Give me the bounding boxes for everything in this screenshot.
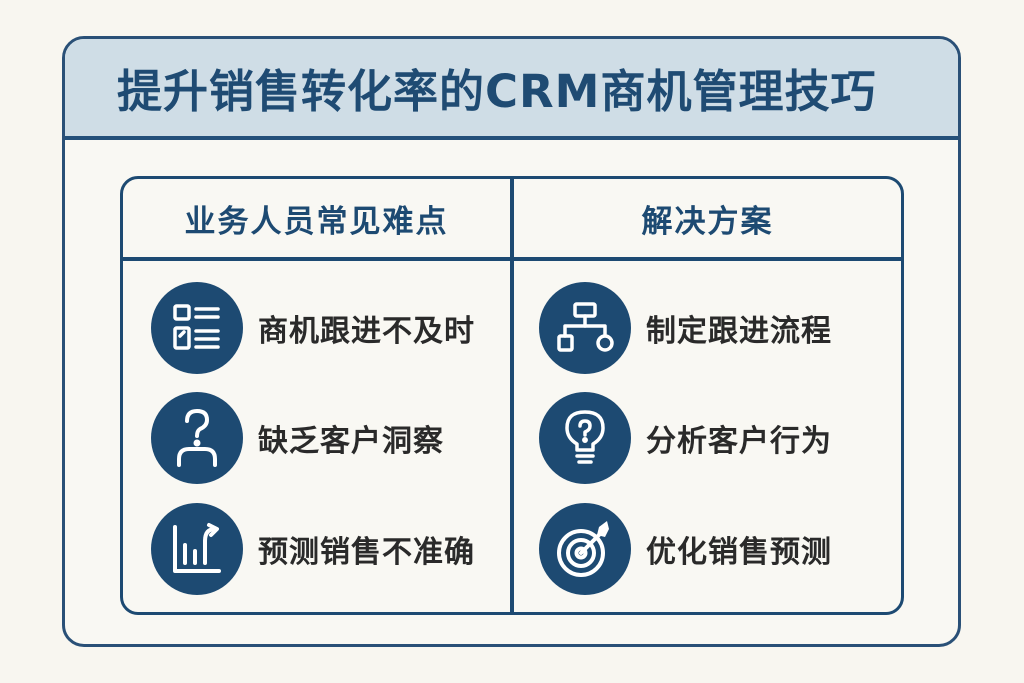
lightbulb-question-icon <box>539 392 631 484</box>
pain-point-item: 预测销售不准确 <box>151 503 475 595</box>
pain-point-label: 商机跟进不及时 <box>258 314 475 349</box>
column-heading-solutions: 解决方案 <box>641 203 774 240</box>
bar-chart-arrow-icon <box>151 503 243 595</box>
comparison-table: 业务人员常见难点 解决方案 <box>120 176 904 615</box>
column-divider <box>510 179 514 612</box>
solution-item: 分析客户行为 <box>539 392 832 484</box>
solution-label: 优化销售预测 <box>646 535 832 570</box>
solution-label: 制定跟进流程 <box>646 314 832 349</box>
title-bar: 提升销售转化率的CRM商机管理技巧 <box>65 39 958 140</box>
target-arrow-icon <box>539 503 631 595</box>
page-title: 提升销售转化率的CRM商机管理技巧 <box>117 65 877 118</box>
solution-item: 制定跟进流程 <box>539 282 832 374</box>
checklist-icon <box>151 282 243 374</box>
question-person-icon <box>151 392 243 484</box>
flowchart-icon <box>539 282 631 374</box>
column-heading-pain-points: 业务人员常见难点 <box>184 203 449 240</box>
pain-point-label: 缺乏客户洞察 <box>258 424 444 459</box>
pain-point-item: 缺乏客户洞察 <box>151 392 444 484</box>
pain-point-label: 预测销售不准确 <box>258 535 475 570</box>
solution-item: 优化销售预测 <box>539 503 832 595</box>
solution-label: 分析客户行为 <box>646 424 832 459</box>
pain-point-item: 商机跟进不及时 <box>151 282 475 374</box>
